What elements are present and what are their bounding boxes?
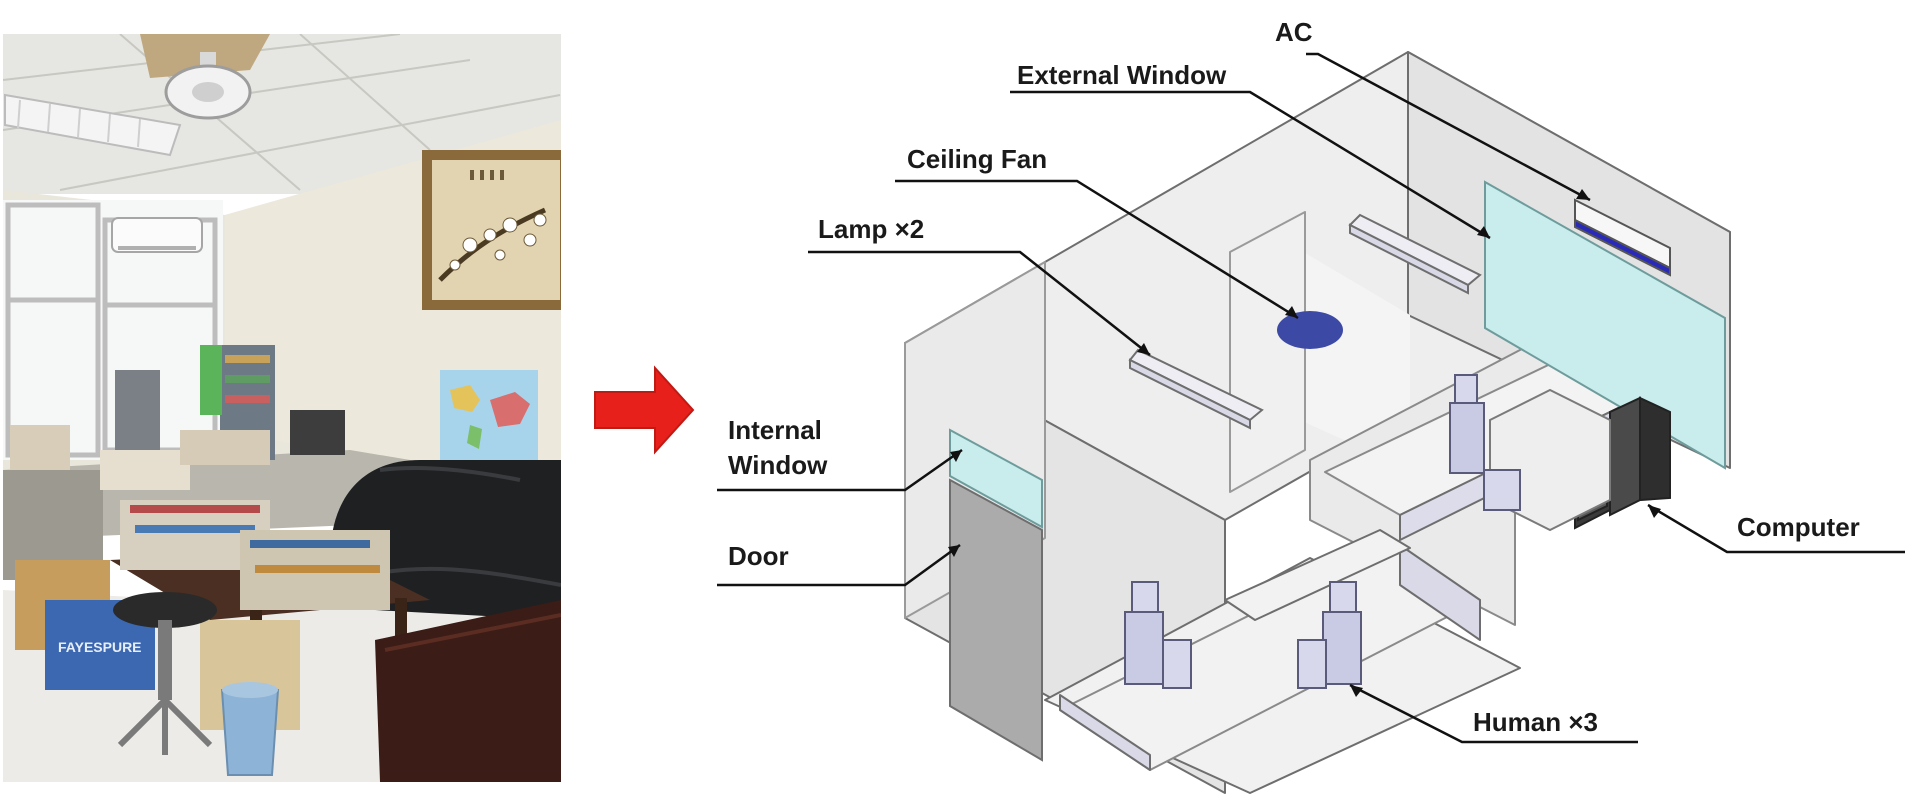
external-window (1484, 180, 1726, 470)
human-3 (1449, 374, 1521, 511)
label-computer: Computer (1737, 512, 1860, 542)
human-2 (1297, 581, 1362, 689)
label-ac: AC (1275, 17, 1313, 47)
leader-arrowheads (948, 189, 1661, 697)
photo-ac-unit (111, 217, 203, 253)
leader-lines (717, 52, 1905, 744)
ac-unit (1574, 198, 1671, 277)
label-door: Door (728, 541, 789, 571)
door (949, 478, 1043, 762)
label-internal-window-line2: Window (728, 450, 828, 480)
photo-stool (113, 592, 217, 755)
photo-wall-painting (422, 150, 561, 310)
photo-world-map (440, 370, 538, 460)
photo-ceiling-fan (164, 52, 252, 120)
office-photo: FAYESPURE (3, 34, 561, 782)
photo-waste-bin (220, 682, 280, 776)
label-ceiling-fan: Ceiling Fan (907, 144, 1047, 174)
human-1 (1124, 581, 1192, 689)
photo-book-stacks (10, 345, 345, 490)
lamp-1 (1128, 348, 1264, 430)
label-human: Human ×3 (1473, 707, 1598, 737)
ceiling-fan (1277, 311, 1343, 349)
label-internal-window-line1: Internal (728, 415, 822, 445)
transform-arrow (594, 365, 695, 455)
room-back-plane (1300, 250, 1410, 470)
label-external-window: External Window (1017, 60, 1227, 90)
internal-window (949, 428, 1043, 529)
lamp-2 (1348, 213, 1482, 295)
box-label: FAYESPURE (58, 639, 142, 655)
label-lamp: Lamp ×2 (818, 214, 924, 244)
photo-armchair (375, 600, 561, 782)
